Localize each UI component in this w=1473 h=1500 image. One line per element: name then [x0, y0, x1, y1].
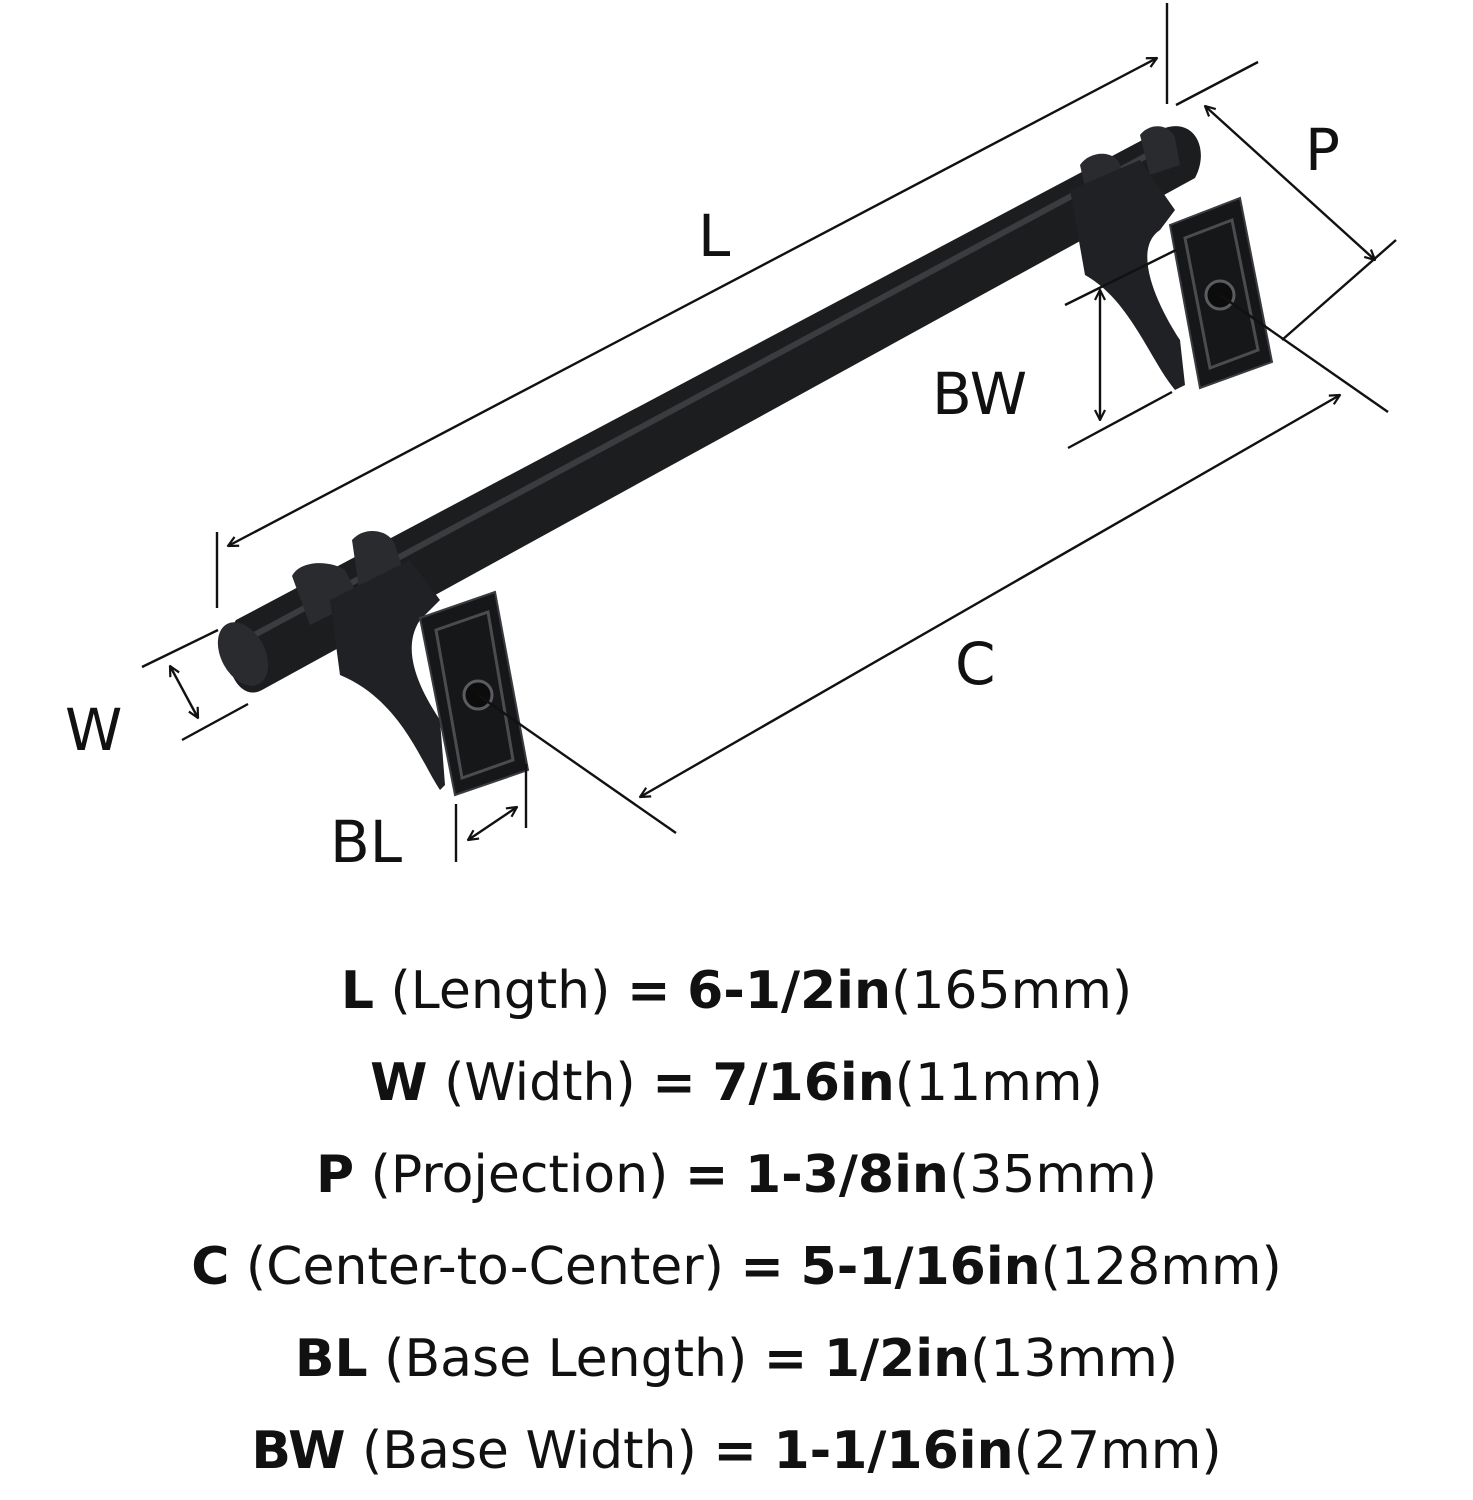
- label-P: P: [1305, 116, 1340, 184]
- spec-row-width: W (Width) = 7/16in(11mm): [370, 1053, 1103, 1113]
- spec-row-base-width: BW (Base Width) = 1-1/16in(27mm): [251, 1421, 1222, 1481]
- label-C: C: [955, 630, 996, 698]
- spec-row-projection: P (Projection) = 1-3/8in(35mm): [315, 1145, 1158, 1205]
- dimension-diagram: L P BW C W BL: [65, 3, 1397, 876]
- spec-row-length: L (Length) = 6-1/2in(165mm): [340, 961, 1133, 1021]
- collar-left: [292, 563, 360, 625]
- label-BL: BL: [330, 808, 402, 876]
- label-W: W: [65, 696, 122, 764]
- dimension-L-arrow: [228, 58, 1157, 546]
- dimension-W-arrow: [170, 666, 198, 718]
- handle-end-cap-left: [217, 622, 269, 686]
- dimension-spec-list: L (Length) = 6-1/2in(165mm) W (Width) = …: [0, 945, 1473, 1497]
- dimension-BL-arrow: [468, 807, 517, 840]
- label-L: L: [698, 202, 730, 270]
- dimension-lines: [141, 3, 1397, 862]
- dimension-P-arrow: [1205, 106, 1375, 260]
- post-left: [330, 560, 445, 790]
- label-BW: BW: [932, 360, 1027, 428]
- dimension-C-arrow: [640, 395, 1340, 797]
- spec-row-center-to-center: C (Center-to-Center) = 5-1/16in(128mm): [191, 1237, 1282, 1297]
- spec-row-base-length: BL (Base Length) = 1/2in(13mm): [294, 1329, 1179, 1389]
- cabinet-pull-handle: [217, 126, 1274, 797]
